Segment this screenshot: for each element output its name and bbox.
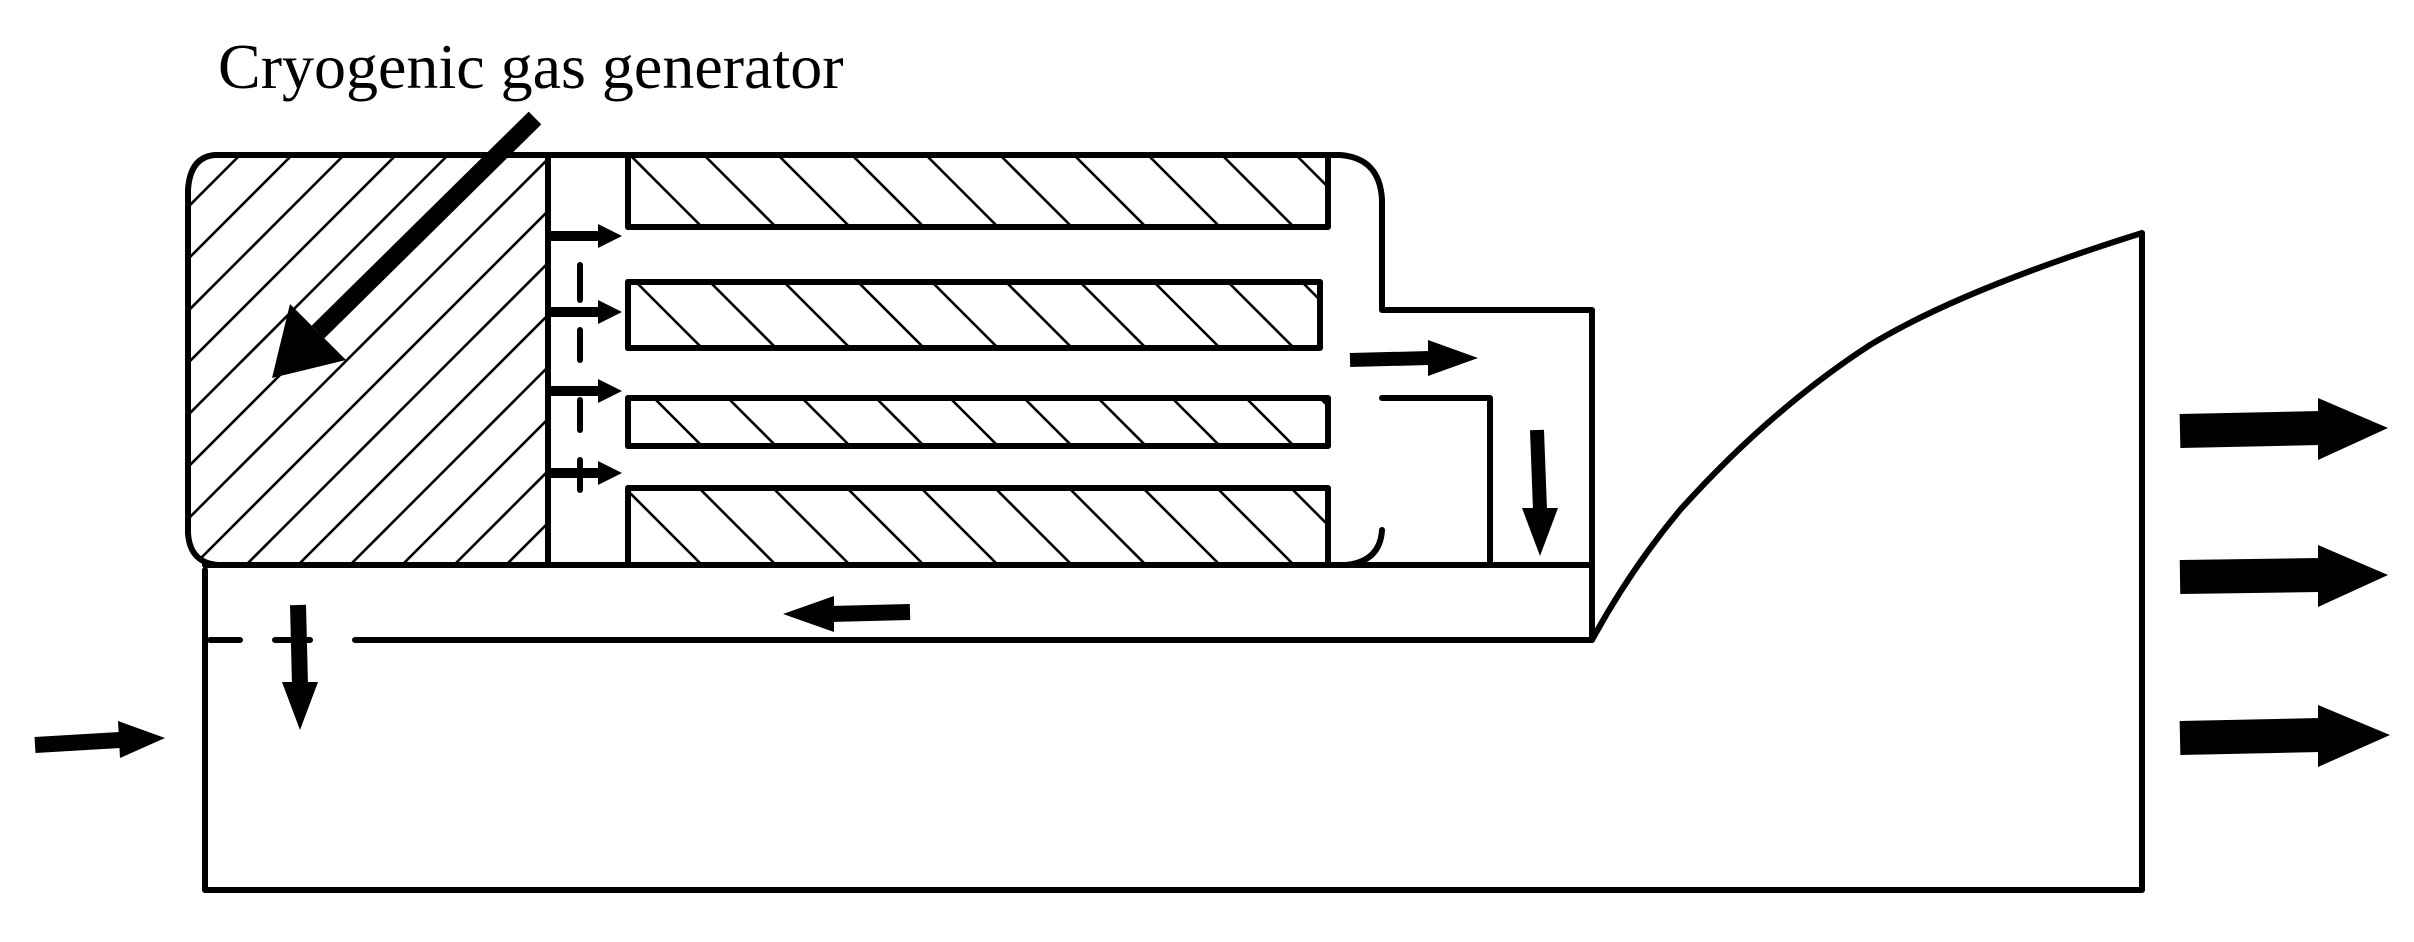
hatched-plate-2 <box>628 282 1442 348</box>
hatch-line <box>949 398 999 446</box>
hatch-line <box>245 155 548 565</box>
hatch-line <box>1221 155 1295 227</box>
hatch-line <box>628 563 629 565</box>
hatch-line <box>875 398 925 446</box>
return-channel-wall <box>1379 395 1493 568</box>
flow-arrows <box>34 224 2390 767</box>
main-duct-outline <box>202 230 2145 893</box>
hatch-line <box>1142 488 1221 565</box>
hatch-line <box>349 155 548 565</box>
hatch-line <box>193 155 548 565</box>
hatch-line <box>1147 155 1221 227</box>
hatch-line <box>818 155 1228 565</box>
hatch-line <box>1068 488 1147 565</box>
hatch-line <box>846 488 925 565</box>
hatch-line <box>925 155 999 227</box>
hatch-line <box>1023 398 1073 446</box>
hatch-line <box>1097 398 1147 446</box>
hatch-line <box>727 398 777 446</box>
return-arrow-left <box>783 596 911 632</box>
hatch-line <box>772 488 851 565</box>
hatch-line <box>698 488 777 565</box>
hatch-line <box>558 155 968 565</box>
injector-arrow-1 <box>550 224 622 248</box>
hatch-line <box>709 282 777 348</box>
hatch-line <box>1301 282 1320 302</box>
injector-arrow-4 <box>550 461 622 485</box>
plate-outlines <box>625 152 1331 568</box>
hatch-line <box>1227 282 1295 348</box>
hatch-line <box>1171 398 1221 446</box>
hatch-line <box>1290 488 1328 527</box>
outlet-arrow-1 <box>2179 398 2388 460</box>
hatched-block <box>185 152 1332 568</box>
hatch-line <box>453 155 548 565</box>
hatch-line <box>1376 282 1442 348</box>
hatch-line <box>851 155 925 227</box>
hatch-line <box>1216 488 1295 565</box>
hatch-line <box>1245 398 1295 446</box>
main-inlet-arrow <box>34 721 165 758</box>
hatch-line <box>401 155 548 565</box>
hatch-line <box>703 155 777 227</box>
hatch-line <box>628 489 703 565</box>
hatch-line <box>188 155 449 565</box>
injector-arrow-2 <box>550 300 622 324</box>
cryogenic-gas-generator-label: Cryogenic gas generator <box>218 31 844 102</box>
hatched-plate-4 <box>628 488 1328 565</box>
hatch-line <box>297 155 548 565</box>
hatch-line <box>188 155 548 565</box>
hatch-line <box>922 155 1332 565</box>
hatch-line <box>801 398 851 446</box>
hatched-plate-1 <box>628 155 1328 227</box>
hatch-line <box>920 488 999 565</box>
hatch-line <box>931 282 999 348</box>
hatch-line <box>1153 282 1221 348</box>
hatch-line <box>857 282 925 348</box>
hatch-line <box>610 155 1020 565</box>
injector-channel <box>545 152 583 568</box>
hatch-line <box>999 155 1073 227</box>
hatch-line <box>628 225 629 227</box>
hatch-line <box>629 155 703 227</box>
hatch-line <box>777 155 851 227</box>
hatch-line <box>505 155 548 565</box>
hatch-line <box>188 155 345 565</box>
hatch-line <box>635 282 703 348</box>
hatch-line <box>188 155 501 565</box>
hatch-line <box>783 282 851 348</box>
hatch-line <box>1073 155 1147 227</box>
injector-arrow-3 <box>550 379 622 403</box>
hatch-line <box>1295 155 1328 189</box>
duct-inlet-arrow-down <box>282 604 318 730</box>
exit-arrow-right <box>1349 340 1478 376</box>
hatch-line <box>188 155 293 565</box>
hatch-line <box>1005 282 1073 348</box>
outlet-arrow-2 <box>2179 545 2388 607</box>
hatch-line <box>1079 282 1147 348</box>
hatch-line <box>653 398 703 446</box>
hatch-line <box>188 155 189 565</box>
hatched-plate-3 <box>628 398 1328 446</box>
return-arrow-down <box>1522 429 1558 556</box>
outlet-arrow-3 <box>2179 705 2390 767</box>
hatch-line <box>628 444 629 446</box>
hatch-line <box>766 155 1176 565</box>
hatch-line <box>870 155 1280 565</box>
hatch-line <box>994 488 1073 565</box>
